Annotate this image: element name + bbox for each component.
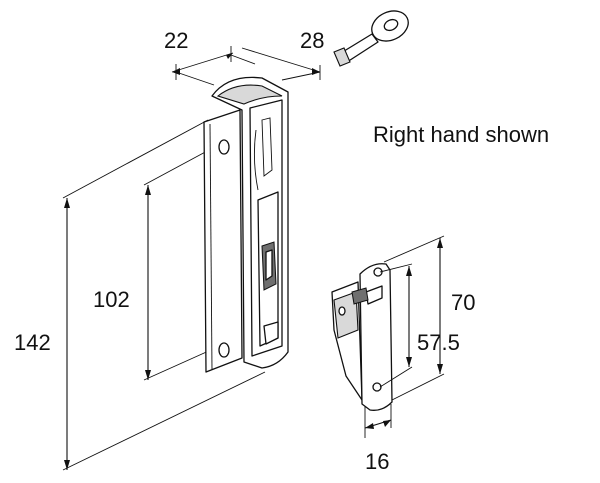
dimension-16-label: 16 — [365, 449, 390, 474]
dimension-16-lines — [364, 404, 392, 438]
keeper-part — [331, 263, 393, 411]
dimension-57-5-lines — [379, 263, 413, 388]
dimension-142-label: 142 — [14, 330, 51, 355]
dimension-142-lines — [62, 119, 266, 471]
handle-body — [203, 76, 289, 373]
dimension-57-5-label: 57.5 — [417, 330, 460, 355]
dimension-28-lines — [241, 47, 321, 81]
key-icon — [333, 10, 409, 67]
dimension-70-lines — [383, 235, 445, 401]
dimension-22-label: 22 — [164, 28, 189, 53]
dimension-70-label: 70 — [451, 290, 476, 315]
dimension-28-label: 28 — [300, 28, 325, 53]
dimension-102-label: 102 — [93, 287, 130, 312]
dimension-22-lines — [171, 46, 256, 86]
right-hand-note: Right hand shown — [373, 122, 550, 147]
